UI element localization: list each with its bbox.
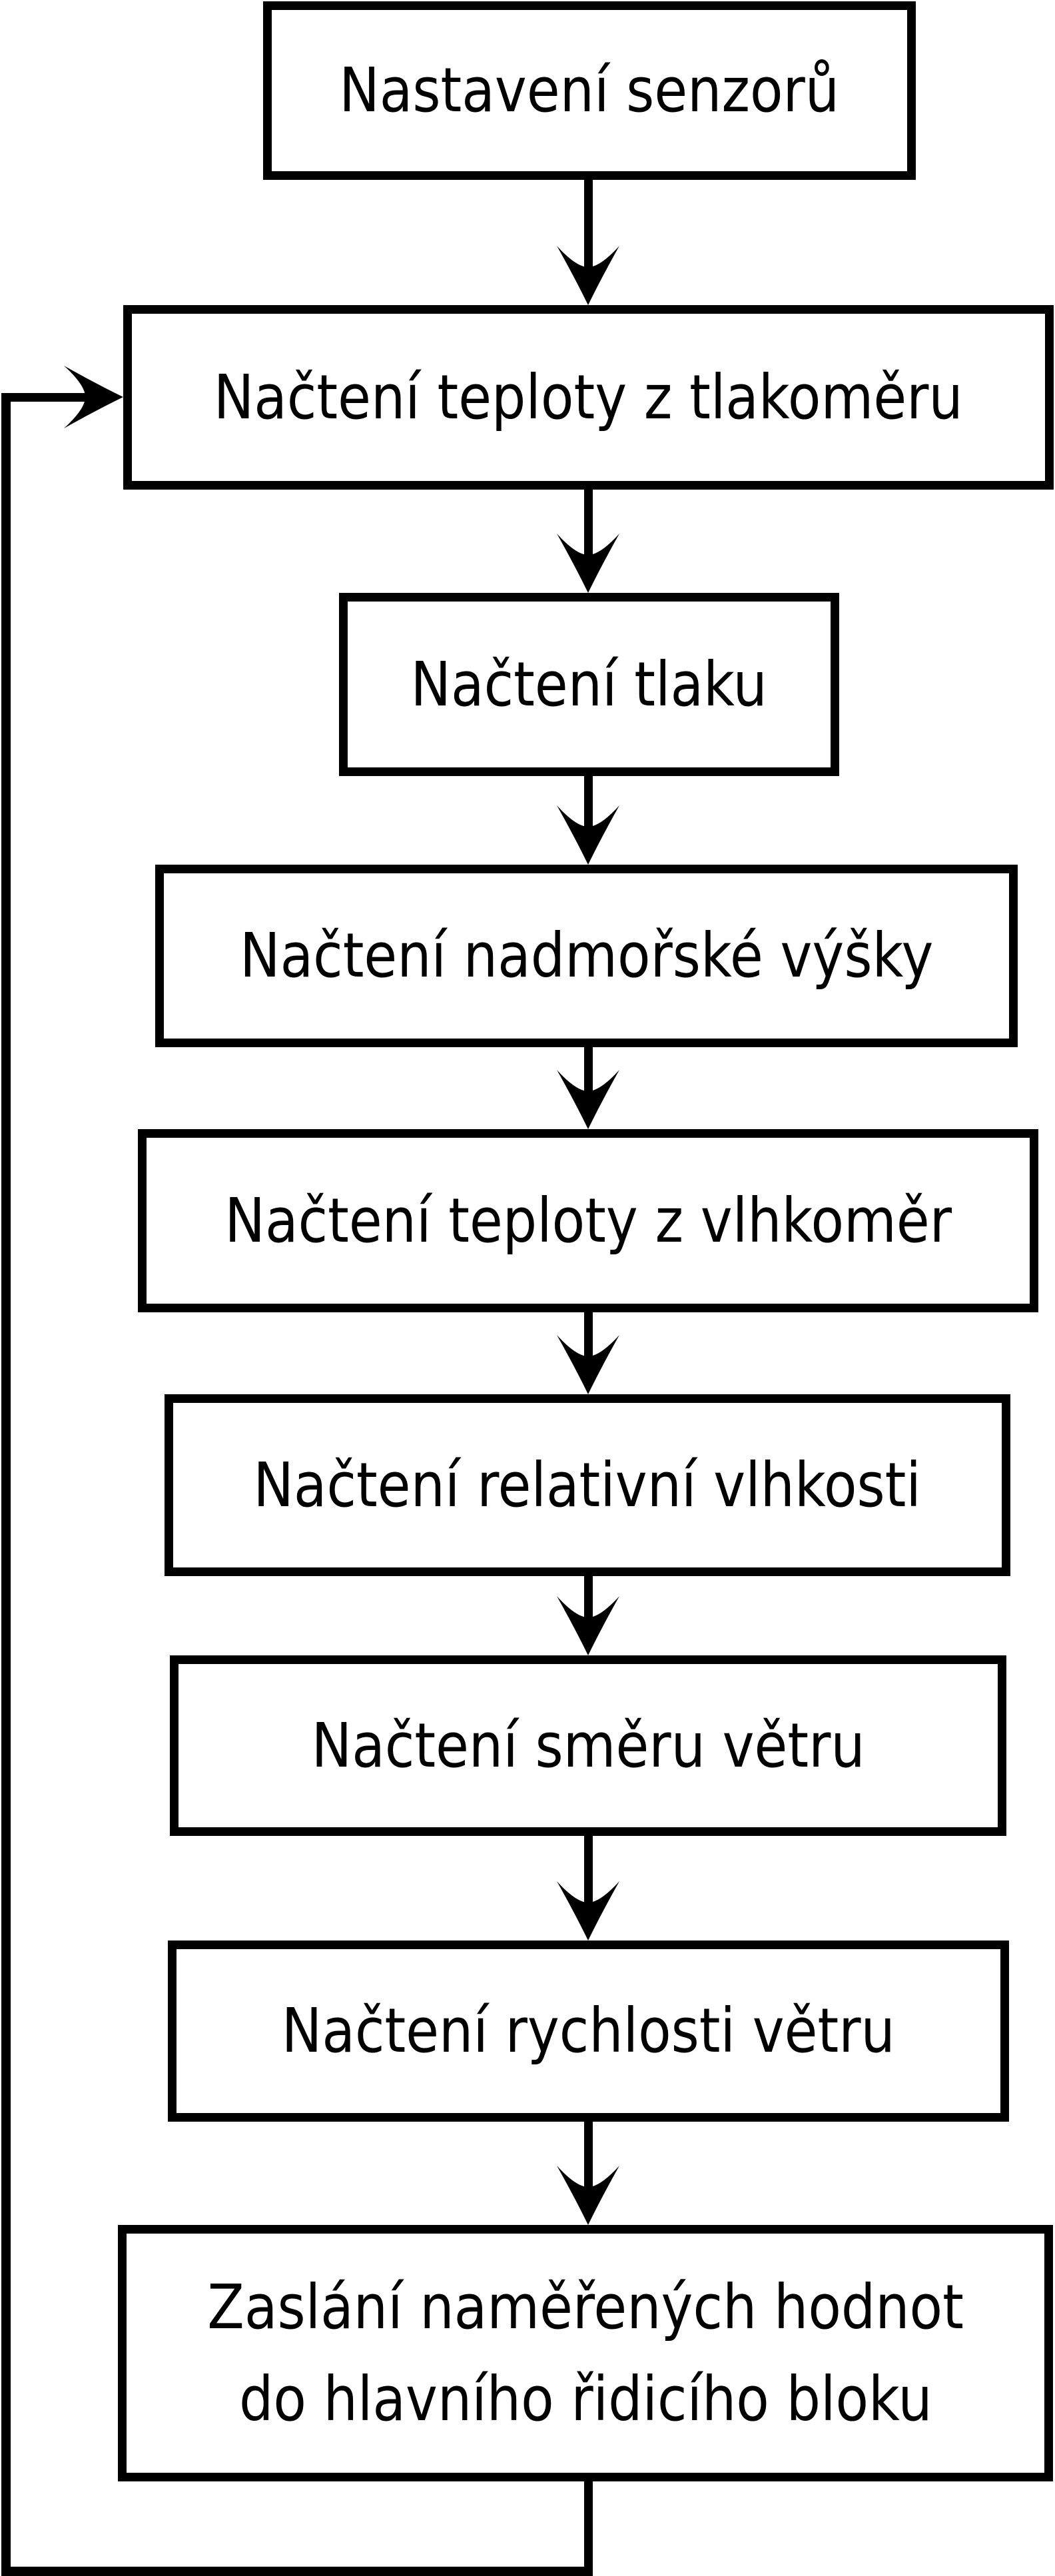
node-sensor-setup: Nastavení senzorů	[263, 1, 916, 180]
node-label-line-1: Zaslání naměřených hodnot	[207, 2271, 964, 2343]
arrowhead-down-icon	[557, 805, 619, 865]
node-label: Načtení rychlosti větru	[281, 1995, 896, 2066]
node-label-line-2: do hlavního řidicího bloku	[238, 2363, 932, 2435]
node-read-wind-direction: Načtení směru větru	[170, 1655, 1006, 1836]
node-read-wind-speed: Načtení rychlosti větru	[168, 1940, 1009, 2122]
arrowhead-down-icon	[557, 1596, 619, 1655]
node-label: Načtení teploty z vlhkoměr	[224, 1184, 952, 1256]
node-read-pressure: Načtení tlaku	[339, 593, 839, 776]
arrowhead-down-icon	[557, 2166, 619, 2225]
node-label: Načtení teploty z tlakoměru	[213, 361, 964, 433]
loop-line-bottom	[1, 2567, 593, 2576]
connector-line	[584, 488, 593, 566]
connector-line	[584, 1046, 593, 1102]
arrowhead-down-icon	[557, 1070, 619, 1129]
node-read-relative-humidity: Načtení relativní vlhkosti	[165, 1394, 1010, 1576]
node-label: Načtení relativní vlhkosti	[253, 1449, 922, 1521]
node-read-temperature-from-barometer: Načtení teploty z tlakoměru	[123, 305, 1054, 490]
connector-line	[584, 1311, 593, 1368]
node-label: Načtení směru větru	[311, 1709, 865, 1781]
arrowhead-down-icon	[557, 246, 619, 305]
arrowhead-down-icon	[557, 534, 619, 593]
node-label: Načtení nadmořské výšky	[239, 920, 934, 991]
connector-line	[584, 775, 593, 838]
node-read-temperature-from-hygrometer: Načtení teploty z vlhkoměr	[138, 1129, 1038, 1312]
connector-line	[584, 1575, 593, 1629]
node-read-altitude: Načtení nadmořské výšky	[155, 865, 1018, 1047]
node-send-measured-values: Zaslání naměřených hodnot do hlavního ři…	[118, 2225, 1053, 2481]
node-label: Načtení tlaku	[410, 648, 768, 720]
arrowhead-down-icon	[557, 1881, 619, 1940]
connector-line	[584, 1835, 593, 1914]
loop-line-down	[584, 2480, 593, 2576]
node-label: Nastavení senzorů	[339, 55, 840, 126]
connector-line	[584, 179, 593, 278]
loop-line-left	[1, 393, 11, 2576]
arrowhead-down-icon	[557, 1335, 619, 1394]
arrowhead-right-icon	[64, 366, 123, 428]
loop-line-entry	[1, 393, 87, 402]
connector-line	[584, 2120, 593, 2198]
